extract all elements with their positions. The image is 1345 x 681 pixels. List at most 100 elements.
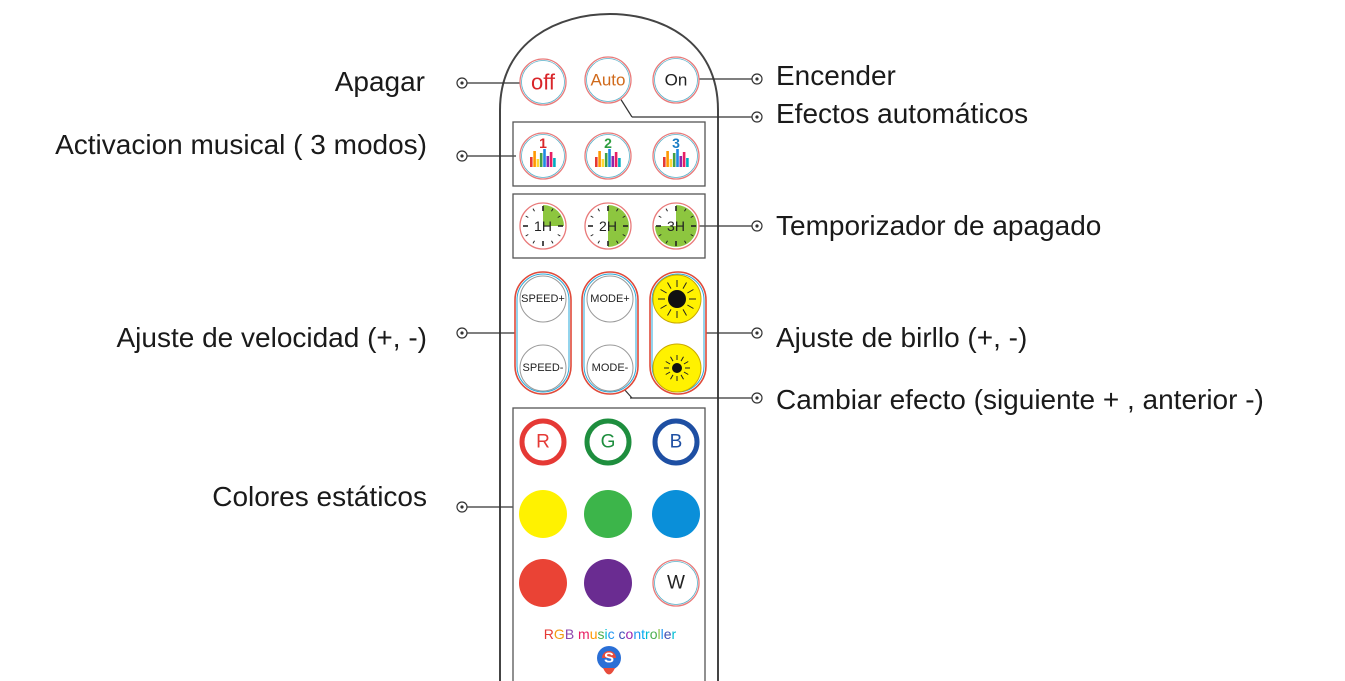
- button-ring-inner: [654, 134, 698, 178]
- music-mode-number: 2: [604, 135, 612, 151]
- timer-1H-button[interactable]: 1H: [519, 202, 567, 250]
- bullet-dot: [755, 115, 759, 119]
- sun-ray: [682, 282, 687, 289]
- timer-2H-button[interactable]: 2H: [584, 202, 632, 250]
- clock-tick: [622, 234, 626, 237]
- leader-auto-a: [619, 97, 763, 123]
- button-ring: [586, 344, 634, 392]
- leader-musical: [456, 150, 516, 162]
- timer-label: 3H: [667, 218, 685, 234]
- button-label: On: [665, 71, 688, 90]
- leader-efecto: [630, 392, 763, 404]
- off-button[interactable]: off: [519, 58, 567, 106]
- sun-ray: [682, 309, 687, 316]
- color-purple-button[interactable]: [584, 559, 632, 607]
- button-label: off: [531, 70, 556, 95]
- brightness-down-button[interactable]: [652, 343, 702, 393]
- color-blue-button[interactable]: [652, 490, 700, 538]
- sun-large-icon: [658, 280, 696, 318]
- mode-up-button[interactable]: MODE+: [586, 275, 634, 323]
- music-mode-2-button[interactable]: 2: [584, 132, 632, 180]
- on-button[interactable]: On: [652, 56, 700, 104]
- button-ring: [519, 58, 567, 106]
- clock-tick: [658, 215, 662, 218]
- logo-tip: [603, 668, 615, 675]
- button-label: MODE-: [592, 362, 629, 374]
- eq-bar: [666, 151, 669, 167]
- equalizer-icon: [530, 149, 556, 167]
- clock-tick: [684, 208, 687, 212]
- timer-frame: [512, 193, 706, 259]
- button-label: Auto: [591, 71, 626, 90]
- eq-bar: [608, 149, 611, 167]
- color-b-button[interactable]: B: [652, 418, 700, 466]
- auto-button[interactable]: Auto: [584, 56, 632, 104]
- button-ring-inner: [586, 134, 630, 178]
- bullet-dot: [755, 396, 759, 400]
- color-yellow-button[interactable]: [519, 490, 567, 538]
- color-green-button[interactable]: [584, 490, 632, 538]
- label-brillo: Ajuste de birllo (+, -): [776, 322, 1028, 353]
- color-g-button[interactable]: G: [584, 418, 632, 466]
- color-white-button[interactable]: W: [652, 559, 700, 607]
- brand-letter: t: [641, 626, 645, 642]
- eq-bar: [595, 157, 598, 167]
- timer-3H-button[interactable]: 3H: [652, 202, 700, 250]
- brand-letter: o: [650, 626, 658, 642]
- color-frame: [512, 407, 706, 681]
- button-ring-inner: [521, 60, 565, 104]
- equalizer-icon: [595, 149, 621, 167]
- button-label: W: [667, 573, 685, 594]
- bullet-dot: [460, 81, 464, 85]
- brand-letter: r: [672, 626, 677, 642]
- color-red-fill-button[interactable]: [519, 559, 567, 607]
- eq-bar: [676, 149, 679, 167]
- music-mode-3-button[interactable]: 3: [652, 132, 700, 180]
- brand-letter: G: [554, 626, 565, 642]
- brand-letter: r: [645, 626, 650, 642]
- button-ring-inner: [654, 561, 698, 605]
- brand-letter: s: [598, 626, 605, 642]
- clock-tick: [658, 234, 662, 237]
- clock-tick: [616, 208, 619, 212]
- eq-bar: [672, 153, 676, 167]
- sun-ray: [667, 282, 672, 289]
- eq-bar: [601, 159, 605, 167]
- button-ring: [586, 275, 634, 323]
- clock-timer-icon: [543, 205, 564, 226]
- label-colores-estaticos: Colores estáticos: [212, 481, 427, 512]
- eq-bar: [553, 158, 556, 167]
- eq-bar: [546, 156, 550, 167]
- leader-colores: [456, 501, 513, 513]
- music-frame: [512, 121, 706, 187]
- speed-down-button[interactable]: SPEED-: [519, 344, 567, 392]
- speed-up-button[interactable]: SPEED+: [519, 275, 567, 323]
- button-ring-inner: [586, 58, 630, 102]
- sun-core: [672, 363, 682, 373]
- clock-tick: [532, 208, 535, 212]
- bullet-dot: [460, 331, 464, 335]
- sun-ray: [670, 374, 674, 380]
- music-mode-1-button[interactable]: 1: [519, 132, 567, 180]
- clock-tick: [551, 240, 554, 244]
- brand-letter: c: [619, 626, 626, 642]
- logo-letter: S: [604, 650, 614, 667]
- eq-bar: [679, 156, 683, 167]
- button-ring: [652, 559, 700, 607]
- mode-down-button[interactable]: MODE-: [586, 344, 634, 392]
- color-r-button[interactable]: R: [519, 418, 567, 466]
- brightness-up-button[interactable]: [652, 274, 702, 324]
- brand-letter: l: [657, 626, 660, 642]
- leader-brillo: [700, 327, 763, 339]
- label-cambiar-efecto: Cambiar efecto (siguiente + , anterior -…: [776, 384, 1264, 415]
- s-logo-icon: S: [597, 646, 621, 675]
- button-ring-inner: [521, 134, 565, 178]
- bullet-dot: [460, 154, 464, 158]
- eq-bar: [669, 159, 673, 167]
- sun-ray: [670, 356, 674, 362]
- bullet-dot: [460, 505, 464, 509]
- button-label: SPEED-: [523, 362, 564, 374]
- brand-letter: c: [608, 626, 615, 642]
- clock-tick: [690, 234, 694, 237]
